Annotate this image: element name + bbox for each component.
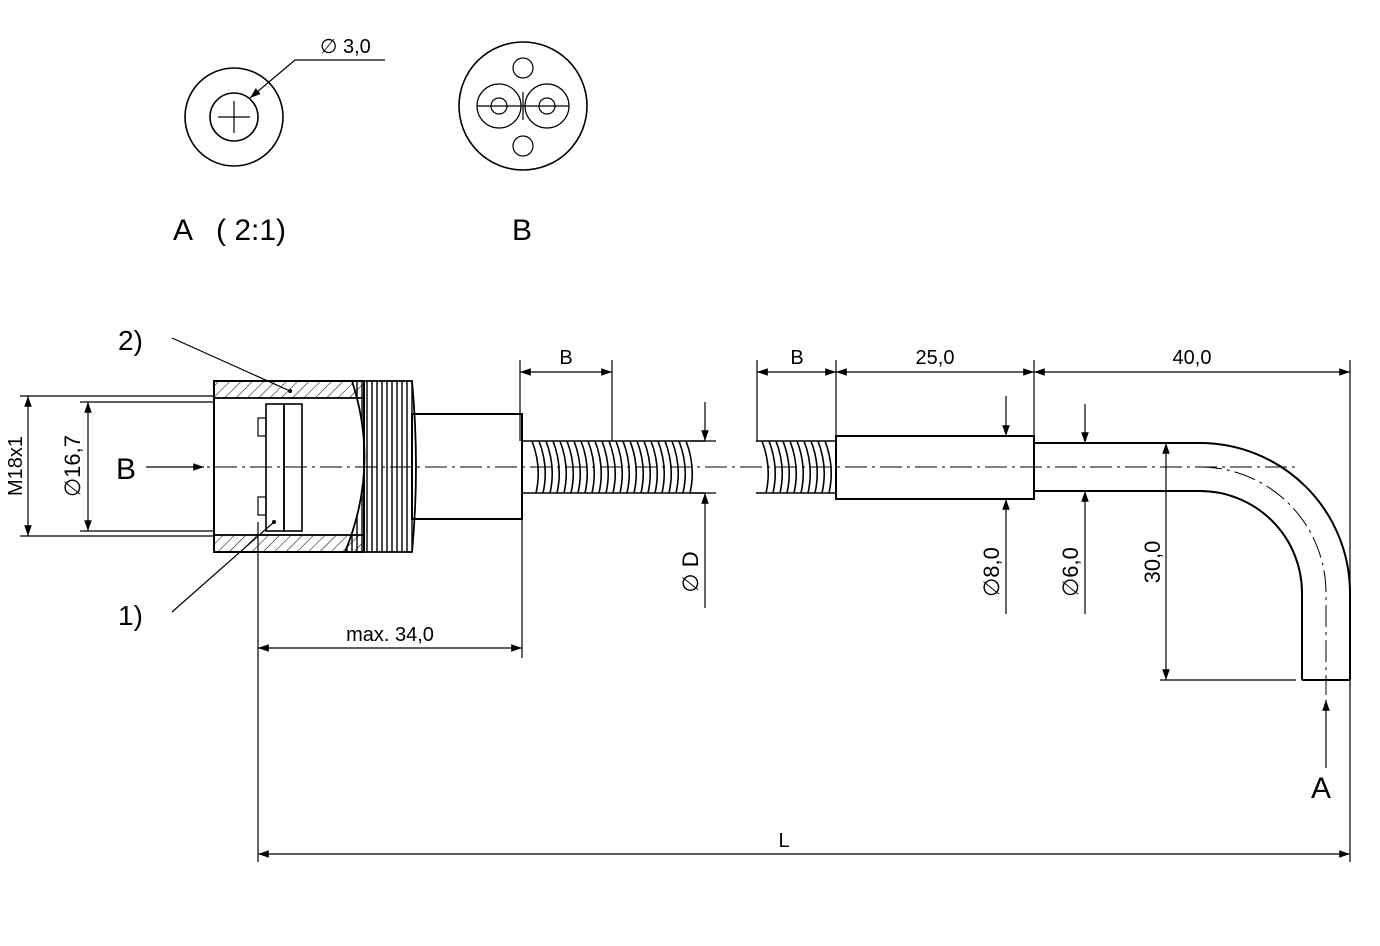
tube-length-label: 40,0 [1173, 347, 1212, 369]
view-a-outer-circle [184, 67, 284, 167]
view-a-title: A [173, 214, 193, 247]
view-a: ∅ 3,0 A ( 2:1) [173, 36, 385, 247]
hose-diameter-label: ∅ D [678, 551, 703, 592]
body-diameter-label: ∅16,7 [60, 435, 85, 497]
view-b-arrow-label: B [116, 453, 136, 486]
bend-height-label: 30,0 [1140, 541, 1165, 584]
insert-seal [283, 403, 303, 532]
main-view [180, 380, 1351, 695]
fiber-sleeve [835, 435, 1035, 500]
pitch-right-label: B [790, 347, 803, 369]
sleeve-diameter-label: ∅8,0 [979, 547, 1004, 597]
view-a-diameter-label: ∅ 3,0 [320, 36, 371, 58]
pitch-left-label: B [559, 347, 572, 369]
sleeve-length-label: 25,0 [916, 347, 955, 369]
view-a-arrow-label: A [1311, 772, 1331, 805]
bent-tube-inner [1034, 490, 1303, 680]
insert-key-bottom [257, 496, 267, 516]
view-b-outer-circle [458, 41, 588, 171]
spiral-hose-left [522, 440, 705, 494]
view-b-bottom-hole [512, 135, 534, 157]
insert-key-top [257, 417, 267, 437]
view-b: B [458, 41, 588, 247]
callout-2-leader [171, 337, 291, 392]
callout-1-leader [171, 521, 275, 613]
knurled-nut [343, 380, 417, 553]
dimensions: M18x1 ∅16,7 B 2) 1) B B 25,0 40,0 [5, 325, 1351, 862]
thread-label: M18x1 [5, 436, 27, 496]
housing-bottom-wall [213, 534, 365, 553]
tube-centerline [1199, 466, 1327, 695]
view-a-scale: ( 2:1) [216, 214, 286, 247]
bent-tube-outer [1034, 442, 1351, 680]
total-length-label: L [778, 830, 789, 852]
callout-2: 2) [118, 325, 143, 356]
view-a-inner-circle [209, 92, 259, 142]
view-b-title: B [512, 214, 532, 247]
view-a-diameter-leader [249, 59, 385, 99]
callout-1: 1) [118, 600, 143, 631]
max-length-label: max. 34,0 [346, 624, 434, 646]
connector-neck [411, 413, 523, 520]
view-b-top-hole [512, 57, 534, 79]
spiral-hose-right [756, 440, 836, 494]
tube-diameter-label: ∅6,0 [1058, 547, 1083, 597]
